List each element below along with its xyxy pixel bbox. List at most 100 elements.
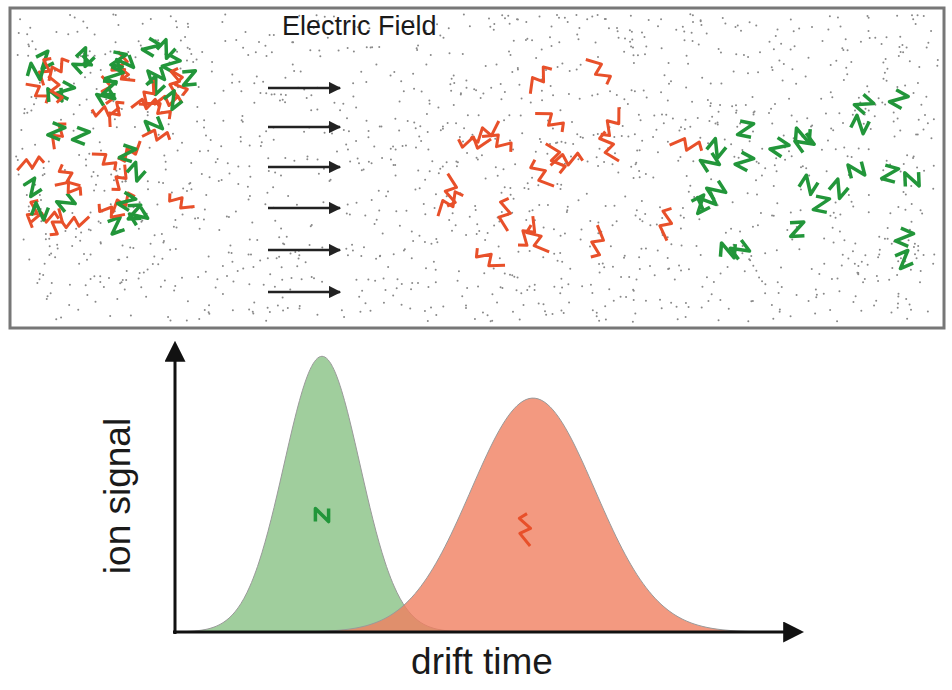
gas-dot	[747, 72, 749, 74]
gas-dot	[509, 23, 511, 25]
gas-dot	[738, 157, 740, 159]
gas-dot	[471, 134, 473, 136]
gas-dot	[868, 148, 870, 150]
gas-dot	[917, 14, 919, 16]
gas-dot	[365, 81, 367, 83]
gas-dot	[927, 311, 929, 313]
gas-dot	[868, 211, 870, 213]
gas-dot	[665, 114, 667, 116]
gas-dot	[854, 109, 856, 111]
elongated-ion-peak	[175, 398, 790, 632]
gas-dot	[733, 156, 735, 158]
elongated-ion	[44, 57, 73, 81]
gas-dot	[181, 277, 183, 279]
gas-dot	[778, 59, 780, 61]
gas-dot	[906, 154, 908, 156]
gas-dot	[898, 293, 900, 295]
gas-dot	[759, 51, 761, 53]
gas-dot	[484, 239, 486, 241]
gas-dot	[259, 135, 261, 137]
gas-dot	[347, 203, 349, 205]
gas-dot	[158, 134, 160, 136]
gas-dot	[190, 162, 192, 164]
gas-dot	[98, 221, 100, 223]
gas-dot	[91, 175, 93, 177]
gas-dot	[264, 45, 266, 47]
gas-dot	[231, 74, 233, 76]
gas-dot	[282, 99, 284, 101]
gas-dot	[516, 18, 518, 20]
gas-dot	[897, 302, 899, 304]
gas-dot	[793, 30, 795, 32]
gas-dot	[760, 212, 762, 214]
gas-dot	[60, 119, 62, 121]
gas-dot	[88, 153, 90, 155]
gas-dot	[560, 184, 562, 186]
gas-dot	[612, 266, 614, 268]
gas-dot	[121, 108, 123, 110]
gas-dot	[409, 307, 411, 309]
gas-dot	[355, 106, 357, 108]
gas-dot	[598, 320, 600, 322]
gas-dot	[578, 27, 580, 29]
gas-dot	[380, 125, 382, 127]
gas-dot	[394, 118, 396, 120]
gas-dot	[513, 40, 515, 42]
gas-dot	[889, 212, 891, 214]
gas-dot	[321, 247, 323, 249]
gas-dot	[798, 27, 800, 29]
gas-dot	[781, 286, 783, 288]
gas-dot	[125, 279, 127, 281]
gas-dot	[127, 51, 129, 53]
gas-dot	[189, 182, 191, 184]
gas-dot	[909, 304, 911, 306]
gas-dot	[932, 263, 934, 265]
elongated-ion	[512, 512, 540, 546]
gas-dot	[791, 239, 793, 241]
gas-dot	[604, 305, 606, 307]
gas-dot	[691, 101, 693, 103]
gas-dot	[701, 77, 703, 79]
gas-dot	[520, 292, 522, 294]
gas-dot	[689, 13, 691, 15]
gas-dot	[639, 149, 641, 151]
gas-dot	[614, 152, 616, 154]
gas-dot	[228, 251, 230, 253]
gas-dot	[313, 277, 315, 279]
gas-dot	[86, 99, 88, 101]
gas-dot	[485, 65, 487, 67]
gas-dot	[590, 284, 592, 286]
gas-dot	[100, 222, 102, 224]
gas-dot	[368, 161, 370, 163]
gas-dot	[235, 210, 237, 212]
gas-dot	[496, 302, 498, 304]
gas-dot	[491, 293, 493, 295]
elongated-ion	[435, 174, 466, 209]
gas-dot	[732, 201, 734, 203]
gas-dot	[531, 177, 533, 179]
gas-dot	[237, 183, 239, 185]
gas-dot	[477, 158, 479, 160]
gas-dot	[846, 73, 848, 75]
gas-dot	[709, 105, 711, 107]
gas-dot	[462, 140, 464, 142]
gas-dot	[197, 217, 199, 219]
gas-dot	[434, 207, 436, 209]
gas-dot	[878, 236, 880, 238]
gas-dot	[493, 267, 495, 269]
gas-dot	[551, 45, 553, 47]
gas-dot	[727, 266, 729, 268]
gas-dot	[269, 273, 271, 275]
gas-dot	[435, 193, 437, 195]
elongated-ion	[594, 107, 629, 139]
gas-dot	[823, 263, 825, 265]
gas-dot	[152, 263, 154, 265]
gas-dot	[908, 239, 910, 241]
gas-dot	[720, 272, 722, 274]
gas-dot	[94, 55, 96, 57]
gas-dot	[26, 33, 28, 35]
gas-dot	[249, 239, 251, 241]
gas-dot	[830, 128, 832, 130]
gas-dot	[881, 101, 883, 103]
gas-dot	[915, 134, 917, 136]
